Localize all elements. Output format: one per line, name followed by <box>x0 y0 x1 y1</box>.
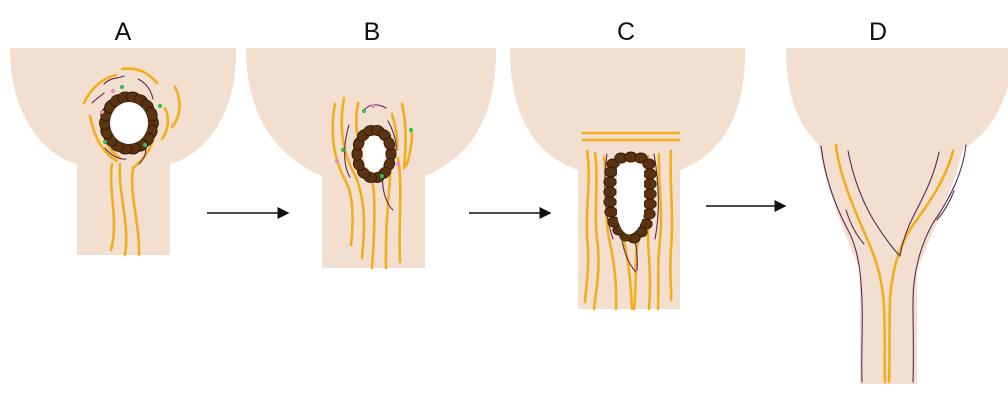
panel-b <box>246 48 496 268</box>
panel-label-d: D <box>869 18 887 46</box>
ring-center-c <box>617 163 644 235</box>
ring-center-a <box>110 102 148 144</box>
ring-center-b <box>363 136 385 172</box>
ring-bead-c-19 <box>604 187 616 197</box>
ring-bead-c-5 <box>643 159 655 169</box>
panel-d <box>786 48 1008 384</box>
ring-bead-c-6 <box>644 169 656 179</box>
ring-bead-c-17 <box>605 207 617 217</box>
ring-bead-c-21 <box>605 167 617 177</box>
ring-bead-c-20 <box>604 177 616 187</box>
ring-bead-c-8 <box>644 189 656 199</box>
panel-a <box>10 48 236 255</box>
ring-bead-c-10 <box>643 209 655 219</box>
panel-label-a: A <box>115 18 132 46</box>
tissue-shape-d <box>786 48 1008 384</box>
panel-label-c: C <box>617 18 635 46</box>
panel-c <box>510 48 745 309</box>
ring-bead-c-9 <box>644 199 656 209</box>
panel-label-b: B <box>364 18 381 46</box>
ring-bead-c-18 <box>604 197 616 207</box>
ring-bead-c-7 <box>644 179 656 189</box>
